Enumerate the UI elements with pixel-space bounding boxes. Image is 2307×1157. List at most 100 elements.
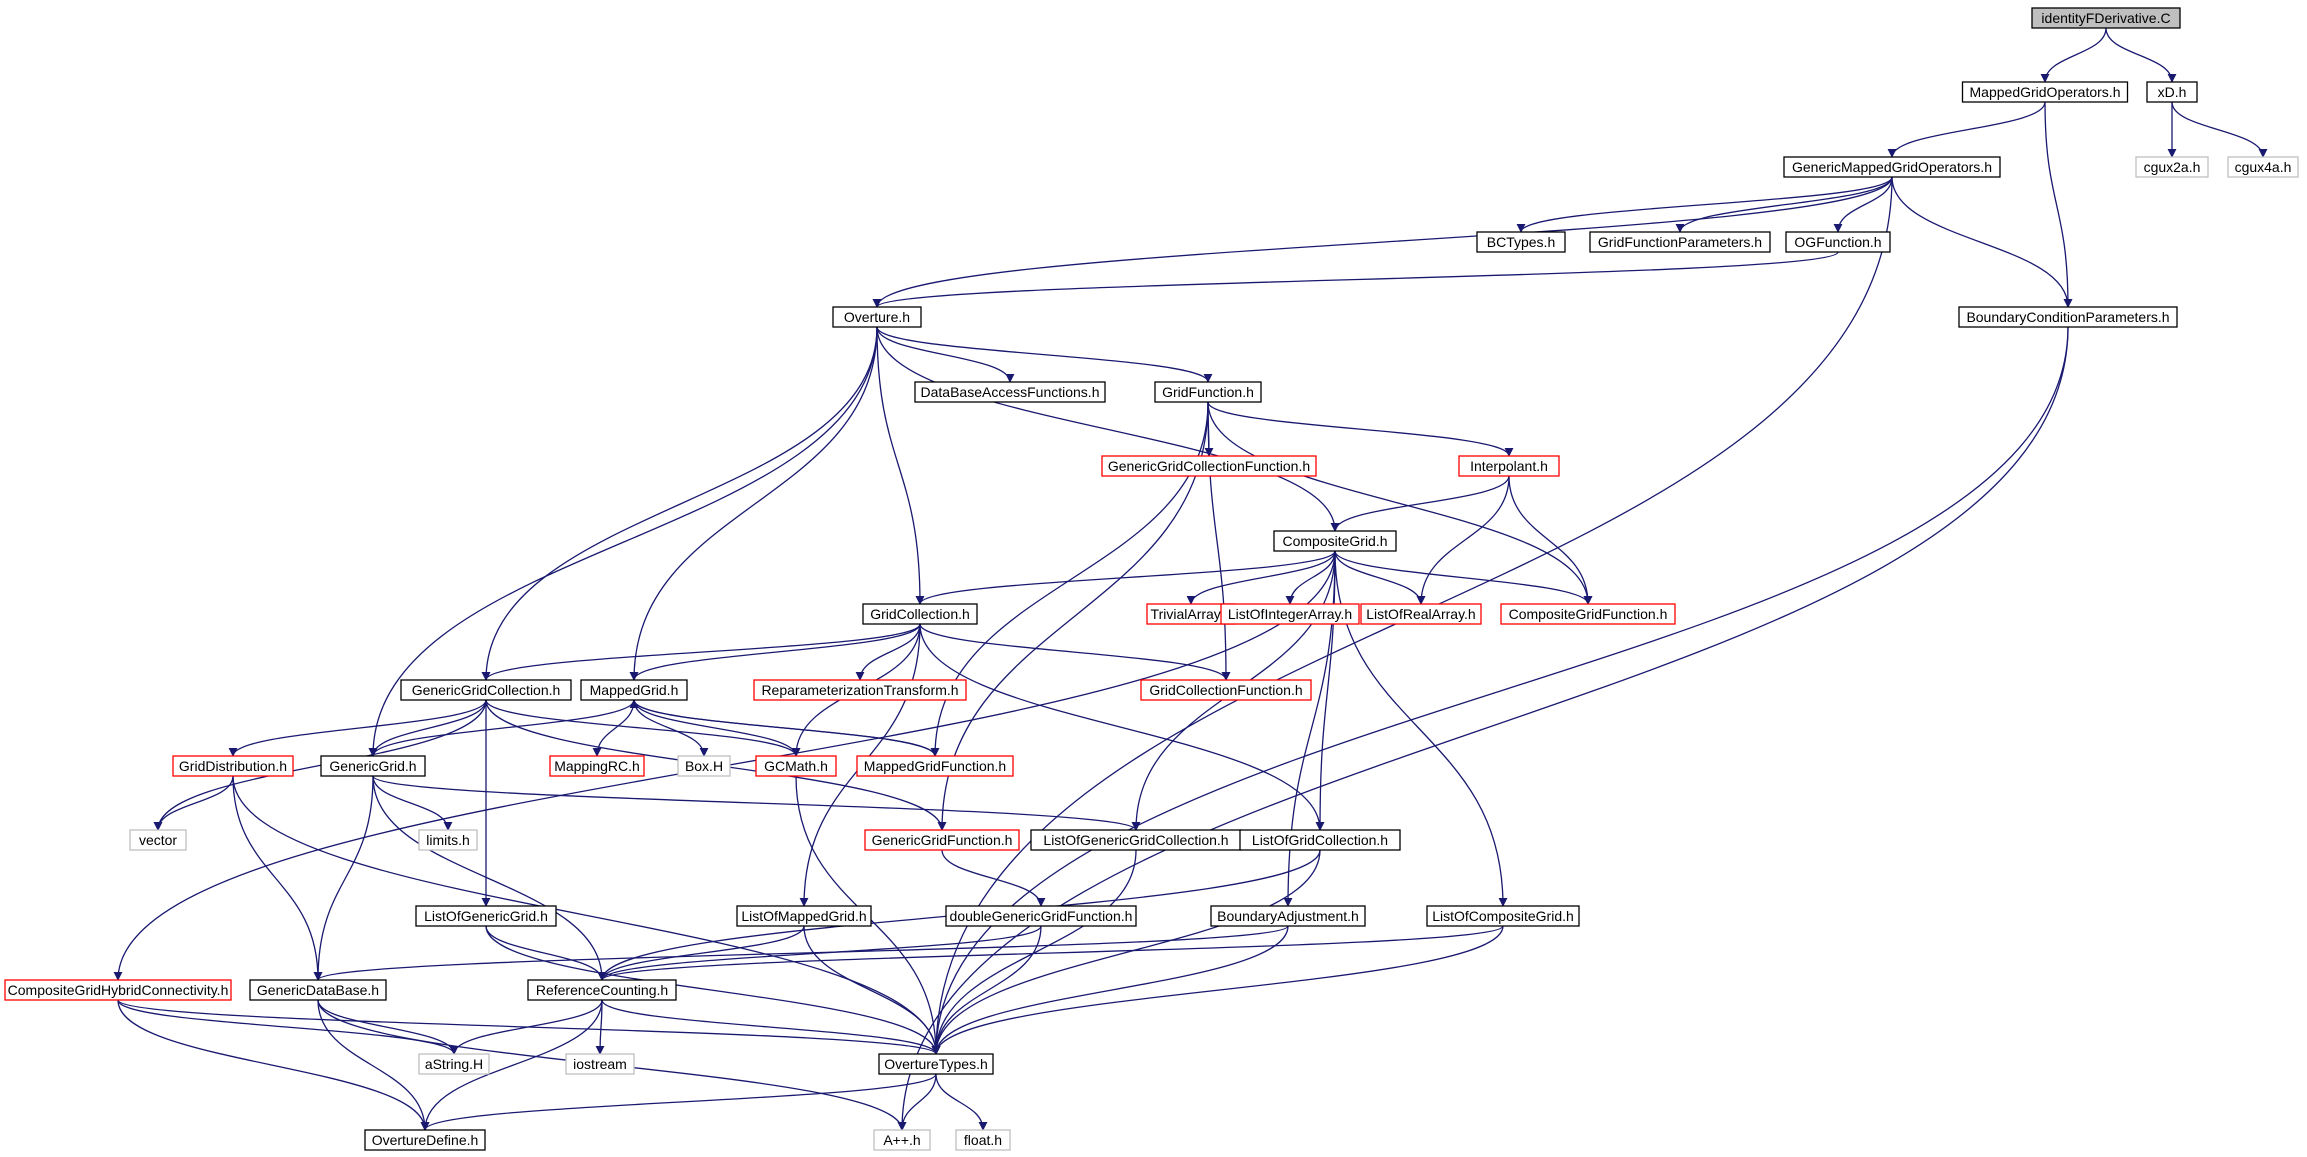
- node-box: [1958, 306, 2178, 328]
- node-TrivialArray[interactable]: TrivialArray.h: [1146, 603, 1236, 625]
- edge-GenericGrid-to-limits: [372, 775, 453, 831]
- edge-GridCollection-to-MappedGrid: [629, 623, 921, 681]
- node-box: [736, 905, 872, 927]
- node-GenericGridCollectionFunction[interactable]: GenericGridCollectionFunction.h: [1101, 455, 1317, 477]
- node-box: [914, 381, 1106, 403]
- edge-OvertureTypes-to-Aplusplus: [897, 1073, 937, 1131]
- edge-CompositeGrid-to-ListOfRealArray: [1334, 550, 1426, 605]
- node-GridFunction[interactable]: GridFunction.h: [1154, 381, 1262, 403]
- node-label: TrivialArray.h: [1151, 606, 1232, 622]
- node-label: CompositeGridHybridConnectivity.h: [8, 982, 229, 998]
- node-doubleGenericGridFunction[interactable]: doubleGenericGridFunction.h: [945, 905, 1137, 927]
- node-box: [549, 755, 645, 777]
- node-ListOfRealArray[interactable]: ListOfRealArray.h: [1360, 603, 1482, 625]
- node-identityFDerivative[interactable]: identityFDerivative.C: [2031, 7, 2181, 29]
- node-ListOfIntegerArray[interactable]: ListOfIntegerArray.h: [1220, 603, 1360, 625]
- edge-GridCollection-to-GenericGridCollection: [481, 623, 921, 681]
- node-Overture[interactable]: Overture.h: [832, 306, 922, 328]
- node-ListOfGenericGridCollection[interactable]: ListOfGenericGridCollection.h: [1030, 829, 1242, 851]
- node-OvertureDefine[interactable]: OvertureDefine.h: [364, 1129, 486, 1151]
- node-vector[interactable]: vector: [129, 829, 187, 851]
- node-GenericMappedGridOperators[interactable]: GenericMappedGridOperators.h: [1783, 156, 2001, 178]
- node-BoxH[interactable]: Box.H: [677, 755, 731, 777]
- node-limits[interactable]: limits.h: [418, 829, 478, 851]
- node-Interpolant[interactable]: Interpolant.h: [1458, 455, 1560, 477]
- node-label: GenericDataBase.h: [257, 982, 379, 998]
- node-GridCollection[interactable]: GridCollection.h: [862, 603, 978, 625]
- edge-GenericMappedGridOperators-to-Overture: [872, 176, 1893, 308]
- node-GridDistribution[interactable]: GridDistribution.h: [172, 755, 294, 777]
- node-cgux4a[interactable]: cgux4a.h: [2227, 156, 2299, 178]
- node-box: [1458, 455, 1560, 477]
- node-GCMath[interactable]: GCMath.h: [755, 755, 837, 777]
- node-Aplusplus[interactable]: A++.h: [873, 1129, 931, 1151]
- edge-GridCollection-to-ReparameterizationTransform: [855, 623, 921, 681]
- edge-GridFunction-to-GridCollectionFunction: [1207, 401, 1231, 681]
- node-CompositeGrid[interactable]: CompositeGrid.h: [1273, 530, 1397, 552]
- edge-ListOfGridCollection-to-OvertureTypes: [931, 849, 1321, 1055]
- edge-OGFunction-to-Overture: [872, 251, 1839, 308]
- edge-doubleGenericGridFunction-to-OvertureTypes: [931, 925, 1042, 1055]
- node-GenericGrid[interactable]: GenericGrid.h: [320, 755, 426, 777]
- node-ListOfMappedGrid[interactable]: ListOfMappedGrid.h: [736, 905, 872, 927]
- edge-ReferenceCounting-to-OvertureDefine: [420, 999, 603, 1131]
- edge-ListOfCompositeGrid-to-ReferenceCounting: [597, 925, 1504, 981]
- node-iostream[interactable]: iostream: [565, 1053, 635, 1075]
- node-box: [1426, 905, 1580, 927]
- node-ReferenceCounting[interactable]: ReferenceCounting.h: [527, 979, 677, 1001]
- node-box: [527, 979, 677, 1001]
- node-box: [878, 1053, 994, 1075]
- node-CompositeGridFunction[interactable]: CompositeGridFunction.h: [1500, 603, 1676, 625]
- edge-GenericGridCollection-to-GridDistribution: [228, 699, 487, 757]
- node-box: [129, 829, 187, 851]
- node-OGFunction[interactable]: OGFunction.h: [1785, 231, 1891, 253]
- node-DataBaseAccessFunctions[interactable]: DataBaseAccessFunctions.h: [914, 381, 1106, 403]
- edge-CompositeGrid-to-TrivialArray: [1186, 550, 1336, 605]
- edge-Interpolant-to-CompositeGrid: [1330, 475, 1510, 532]
- edge-ListOfGenericGrid-to-OvertureTypes: [485, 925, 941, 1055]
- node-GenericGridCollection[interactable]: GenericGridCollection.h: [400, 679, 572, 701]
- node-GridFunctionParameters[interactable]: GridFunctionParameters.h: [1589, 231, 1771, 253]
- node-CompositeGridHybridConnectivity[interactable]: CompositeGridHybridConnectivity.h: [4, 979, 232, 1001]
- node-GenericDataBase[interactable]: GenericDataBase.h: [249, 979, 387, 1001]
- node-cgux2a[interactable]: cgux2a.h: [2135, 156, 2209, 178]
- node-label: OvertureDefine.h: [372, 1132, 479, 1148]
- node-aString[interactable]: aString.H: [418, 1053, 490, 1075]
- node-MappingRC[interactable]: MappingRC.h: [549, 755, 645, 777]
- node-GenericGridFunction[interactable]: GenericGridFunction.h: [864, 829, 1020, 851]
- node-MappedGridFunction[interactable]: MappedGridFunction.h: [856, 755, 1014, 777]
- node-box: [1239, 829, 1401, 851]
- node-ReparameterizationTransform[interactable]: ReparameterizationTransform.h: [753, 679, 967, 701]
- edge-OvertureTypes-to-float: [935, 1073, 988, 1131]
- edge-GenericGridFunction-to-doubleGenericGridFunction: [941, 849, 1046, 907]
- node-box: [1785, 231, 1891, 253]
- edge-Overture-to-MappedGrid: [629, 326, 878, 681]
- edge-MappedGrid-to-GenericGrid: [368, 699, 635, 757]
- edge-xD-to-cgux4a: [2171, 101, 2268, 158]
- node-label: BoundaryAdjustment.h: [1217, 908, 1359, 924]
- edge-MappedGridFunction-to-MappedGrid: [629, 699, 936, 757]
- node-box: [172, 755, 294, 777]
- edge-GenericDataBase-to-aString: [317, 999, 459, 1055]
- node-label: GenericGridCollection.h: [412, 682, 561, 698]
- edge-ReferenceCounting-to-OvertureTypes: [601, 999, 941, 1055]
- node-box: [1210, 905, 1366, 927]
- node-OvertureTypes[interactable]: OvertureTypes.h: [878, 1053, 994, 1075]
- node-ListOfCompositeGrid[interactable]: ListOfCompositeGrid.h: [1426, 905, 1580, 927]
- node-MappedGrid[interactable]: MappedGrid.h: [580, 679, 688, 701]
- node-ListOfGenericGrid[interactable]: ListOfGenericGrid.h: [415, 905, 557, 927]
- node-BoundaryConditionParameters[interactable]: BoundaryConditionParameters.h: [1958, 306, 2178, 328]
- node-float[interactable]: float.h: [955, 1129, 1011, 1151]
- node-label: Overture.h: [844, 309, 910, 325]
- node-GridCollectionFunction[interactable]: GridCollectionFunction.h: [1140, 679, 1312, 701]
- node-xD[interactable]: xD.h: [2146, 81, 2198, 103]
- node-BCTypes[interactable]: BCTypes.h: [1476, 231, 1566, 253]
- node-label: GenericGridCollectionFunction.h: [1108, 458, 1310, 474]
- node-ListOfGridCollection[interactable]: ListOfGridCollection.h: [1239, 829, 1401, 851]
- edge-MappedGrid-to-BoxH: [633, 699, 709, 757]
- edge-ReferenceCounting-to-aString: [449, 999, 603, 1055]
- node-MappedGridOperators[interactable]: MappedGridOperators.h: [1961, 81, 2129, 103]
- node-box: [1360, 603, 1482, 625]
- node-BoundaryAdjustment[interactable]: BoundaryAdjustment.h: [1210, 905, 1366, 927]
